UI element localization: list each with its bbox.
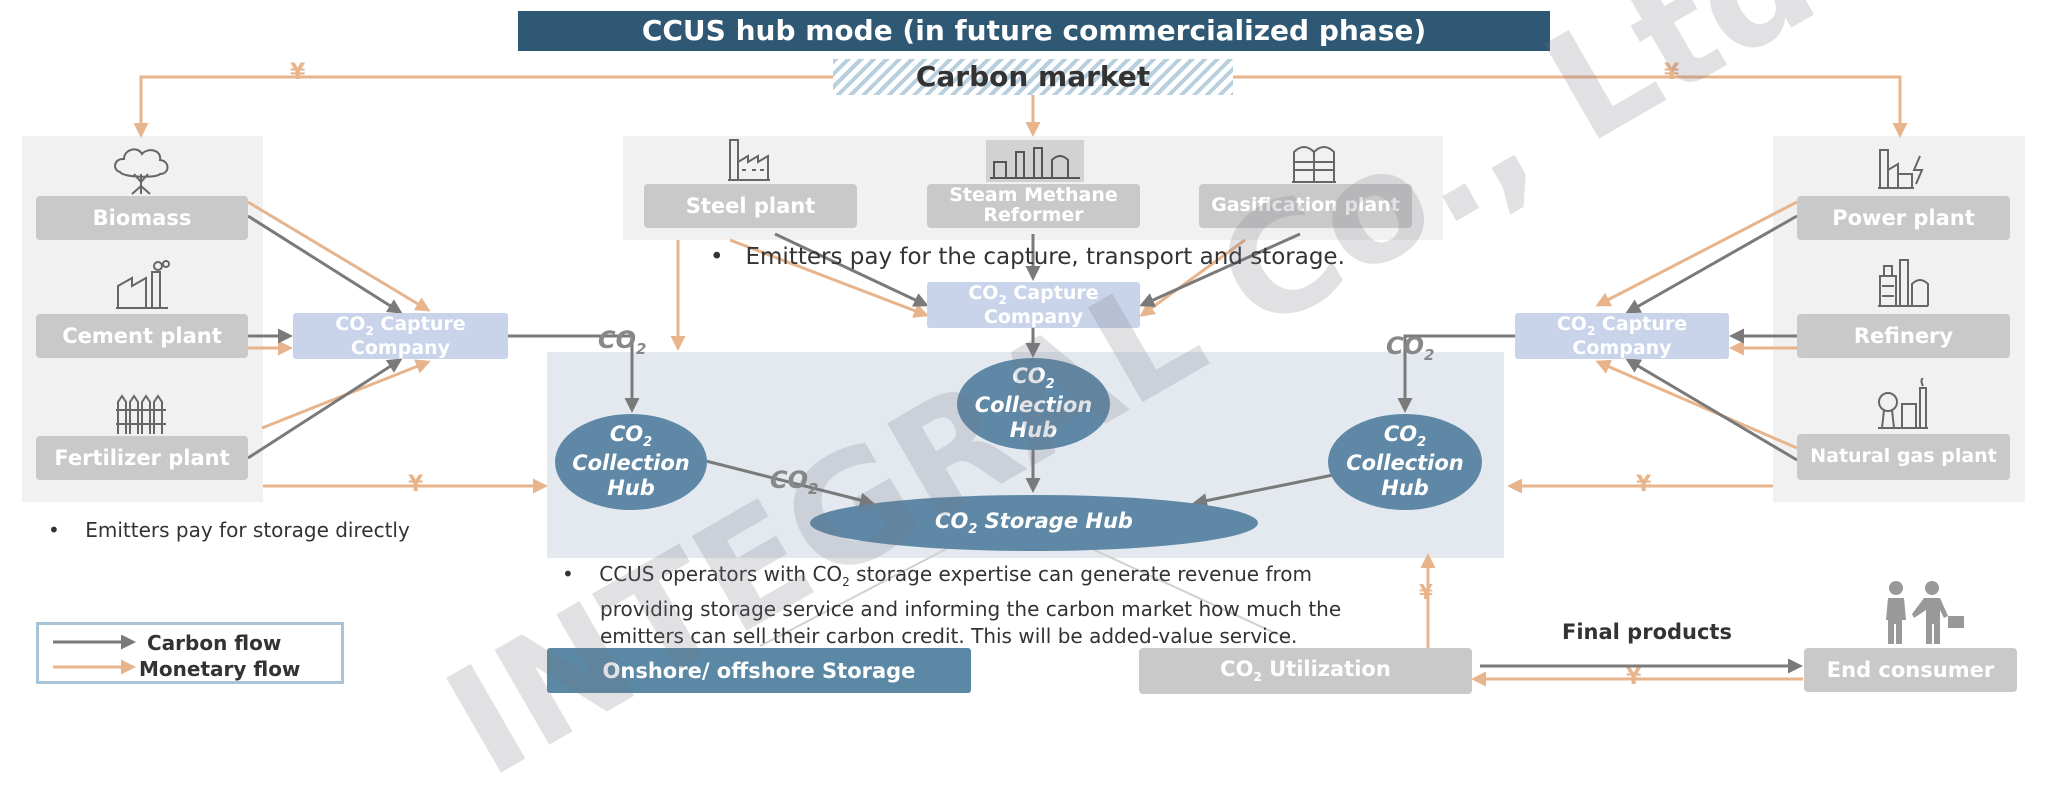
reformer-icon: [986, 140, 1084, 182]
yen-symbol: ¥: [1626, 665, 1642, 690]
storage-hub: CO2 Storage Hub: [810, 495, 1258, 551]
bullet-emitters-pay-capture: • Emitters pay for the capture, transpor…: [710, 244, 1345, 270]
emitter-steam-methane-reformer: Steam Methane Reformer: [927, 184, 1140, 228]
capture-company-right: CO2 Capture Company: [1515, 313, 1729, 359]
yen-symbol: ¥: [1419, 580, 1433, 604]
co2-flow-label: CO2: [770, 466, 819, 498]
emitter-power-plant: Power plant: [1797, 196, 2010, 240]
co2-flow-label: CO2: [1386, 332, 1435, 364]
onshore-offshore-storage: Onshore/ offshore Storage: [547, 648, 971, 693]
final-products-label: Final products: [1562, 620, 1732, 644]
end-consumer: End consumer: [1804, 648, 2017, 692]
yen-symbol: ¥: [1664, 60, 1680, 85]
emitter-steel-plant: Steel plant: [644, 184, 857, 228]
emitter-biomass: Biomass: [36, 196, 248, 240]
power-plant-icon: [1878, 149, 1924, 189]
co2-flow-label: CO2: [598, 326, 647, 358]
refinery-icon: [1878, 259, 1929, 307]
emitter-cement-plant: Cement plant: [36, 314, 248, 358]
legend-carbon-flow: Carbon flow: [147, 631, 282, 655]
yen-symbol: ¥: [408, 472, 424, 497]
emitter-natural-gas-plant: Natural gas plant: [1797, 434, 2010, 480]
emitter-gasification-plant: Gasification plant: [1199, 184, 1412, 228]
bullet-emitters-pay-storage: • Emitters pay for storage directly: [48, 518, 410, 542]
factory-icon: [116, 260, 170, 309]
people-icon: [1886, 581, 1964, 644]
carbon-market-label: Carbon market: [833, 59, 1233, 95]
emitter-fertilizer-plant: Fertilizer plant: [36, 436, 248, 480]
legend-monetary-flow: Monetary flow: [139, 657, 301, 681]
capture-company-middle: CO2 Capture Company: [927, 282, 1140, 328]
yen-symbol: ¥: [290, 60, 306, 85]
co2-utilization: CO2 Utilization: [1139, 648, 1472, 694]
emitter-refinery: Refinery: [1797, 314, 2010, 358]
yen-symbol: ¥: [1636, 472, 1652, 497]
bullet-ccus-operators: • CCUS operators with CO2 storage expert…: [562, 562, 1342, 648]
page-title: CCUS hub mode (in future commercialized …: [518, 11, 1550, 51]
tree-icon: [114, 148, 169, 195]
fence-icon: [116, 394, 166, 434]
capture-company-left: CO2 Capture Company: [293, 313, 508, 359]
gas-plant-icon: [1878, 378, 1928, 429]
steel-factory-icon: [728, 139, 770, 181]
legend-carbon-arrow-icon: [53, 635, 136, 675]
gasifier-icon: [1292, 146, 1336, 183]
legend: Carbon flow Monetary flow: [36, 622, 344, 684]
flow-arrows: [133, 75, 1908, 687]
